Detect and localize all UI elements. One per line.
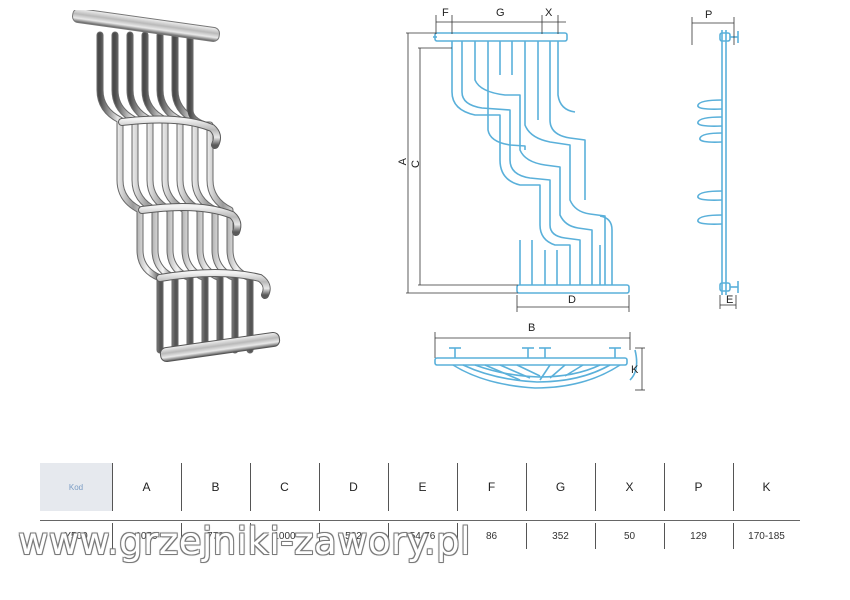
column-divider	[595, 523, 596, 549]
header-cell-k: K	[762, 480, 771, 494]
value-cell-k: 170-185	[748, 530, 785, 542]
value-cell-a: 1050	[135, 530, 158, 542]
column-divider	[319, 463, 320, 511]
column-divider	[319, 523, 320, 549]
dim-label-g: G	[496, 7, 505, 19]
column-divider	[181, 463, 182, 511]
dim-label-x: X	[545, 7, 553, 19]
header-cell-p: P	[694, 480, 703, 494]
column-divider	[595, 463, 596, 511]
column-divider	[457, 463, 458, 511]
value-cell-g: 352	[552, 530, 569, 542]
column-divider	[664, 463, 665, 511]
value-cell-e: 54-76	[409, 530, 436, 542]
table-header-row: Kod A B C D E F G X P K	[40, 463, 800, 511]
side-view-drawing	[691, 17, 739, 309]
header-cell-f: F	[487, 480, 496, 494]
header-cell-c: C	[280, 480, 289, 494]
value-cell-kod: Y500	[64, 530, 88, 542]
dim-label-p: P	[705, 9, 713, 21]
column-divider	[733, 463, 734, 511]
header-cell-g: G	[555, 480, 566, 494]
value-cell-d: 532	[345, 530, 362, 542]
dim-label-c: C	[410, 160, 422, 168]
header-cell-kod: Kod	[40, 463, 112, 511]
column-divider	[664, 523, 665, 549]
column-divider	[388, 523, 389, 549]
header-cell-e: E	[418, 480, 427, 494]
header-cell-d: D	[349, 480, 358, 494]
column-divider	[250, 463, 251, 511]
column-divider	[388, 463, 389, 511]
dim-label-e: E	[726, 294, 734, 306]
header-cell-b: B	[211, 480, 220, 494]
table-divider-line	[40, 520, 800, 521]
column-divider	[733, 523, 734, 549]
table-value-row: Y500 1050 778 1000 532 54-76 86 352 50 1…	[40, 521, 800, 551]
value-cell-p: 129	[690, 530, 707, 542]
header-cell-a: A	[142, 480, 151, 494]
dim-label-a: A	[397, 158, 409, 166]
column-divider	[526, 523, 527, 549]
column-divider	[112, 523, 113, 549]
column-divider	[250, 523, 251, 549]
watermark-text: www.grzejniki-zawory.pl	[18, 520, 471, 563]
value-cell-x: 50	[623, 530, 636, 542]
column-divider	[457, 523, 458, 549]
dim-label-b: B	[528, 322, 536, 334]
column-divider	[526, 463, 527, 511]
radiator-product-photo	[72, 10, 281, 363]
dim-label-d: D	[568, 294, 576, 306]
header-cell-x: X	[625, 480, 634, 494]
front-view-drawing	[406, 15, 630, 312]
column-divider	[181, 523, 182, 549]
top-view-drawing	[434, 332, 645, 391]
dim-label-k: K	[631, 364, 639, 376]
column-divider	[112, 463, 113, 511]
value-cell-c: 1000	[273, 530, 296, 542]
value-cell-b: 778	[207, 530, 224, 542]
value-cell-f: 86	[485, 530, 498, 542]
dim-label-f: F	[442, 7, 449, 19]
